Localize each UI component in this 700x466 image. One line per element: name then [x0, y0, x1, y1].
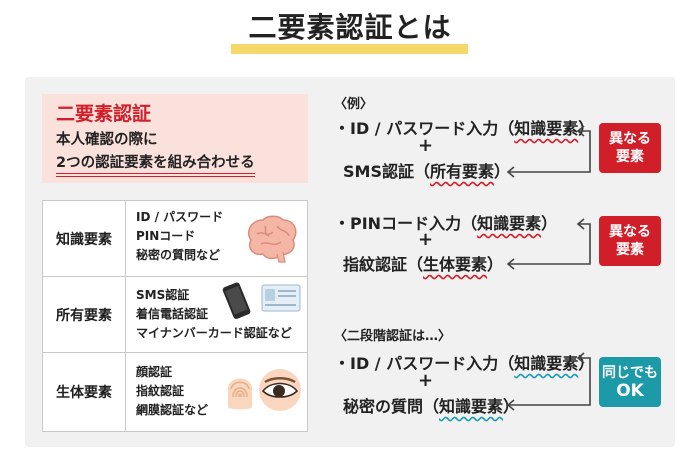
- plus-sign: +: [418, 370, 434, 391]
- factor-row-possession: 所有要素 SMS認証 着信電話認証 マイナンバーカード認証など: [43, 277, 307, 353]
- definition-box: [42, 94, 308, 183]
- example-label: 〈例〉: [334, 97, 374, 112]
- method-text: ・PINコード入力（: [334, 214, 478, 233]
- method-text: 秘密の質問（: [343, 397, 440, 416]
- factor-tag: 知識要素: [514, 119, 579, 138]
- arrow-head: [576, 352, 585, 364]
- badge-text: 同じでも: [602, 365, 658, 381]
- factor-item: ID / パスワード: [136, 210, 224, 224]
- arrow-head: [576, 218, 585, 230]
- page-title: 二要素認証とは: [248, 11, 452, 44]
- method-text: SMS認証（: [343, 162, 430, 181]
- badge-text: 要素: [616, 242, 644, 258]
- arrow-line: [508, 357, 591, 406]
- method-text: ・ID / パスワード入力（: [334, 119, 515, 138]
- example-label: 〈二段階認証は…〉: [334, 329, 452, 344]
- arrow-head: [506, 166, 515, 178]
- factor-tag: 知識要素: [439, 397, 504, 416]
- factor-items: ID / パスワード PINコード 秘密の質問など: [136, 208, 223, 265]
- badge-text: 異なる: [609, 224, 651, 240]
- factor-tag: 知識要素: [477, 214, 542, 233]
- eye-icon: [259, 369, 301, 411]
- factor-tag: 知識要素: [514, 354, 579, 373]
- example-3-line-2: 秘密の質問（知識要素）: [343, 393, 519, 417]
- factor-item: 指紋認証: [136, 384, 185, 398]
- factor-item: 秘密の質問など: [136, 248, 221, 262]
- factor-row-knowledge: 知識要素 ID / パスワード PINコード 秘密の質問など: [43, 201, 307, 277]
- plus-sign: +: [418, 229, 434, 250]
- brain-icon: [247, 215, 297, 263]
- badge-different-factor: 異なる 要素: [599, 216, 661, 266]
- badge-text: 異なる: [609, 131, 651, 147]
- factor-items: 顔認証 指紋認証 網膜認証など: [136, 363, 208, 420]
- fingerprint-icon: [228, 378, 252, 410]
- example-2-line-1: ・PINコード入力（知識要素）: [334, 210, 557, 234]
- example-1-line-2: SMS認証（所有要素）: [343, 158, 510, 182]
- title-container: 二要素認証とは: [0, 6, 700, 48]
- arrow-head: [506, 399, 515, 411]
- title-highlight: [231, 44, 468, 54]
- factor-table: 知識要素 ID / パスワード PINコード 秘密の質問など 所有要素 SMS認…: [42, 200, 308, 432]
- bracket: ）: [494, 162, 511, 181]
- arrow-line: [508, 130, 591, 173]
- smartphone-icon: [222, 282, 251, 319]
- badge-same-factor-ok: 同じでも OK: [599, 357, 661, 407]
- badge-text: 要素: [616, 149, 644, 165]
- factor-tag: 所有要素: [429, 162, 494, 181]
- factor-name: 知識要素: [43, 201, 126, 276]
- arrow-head: [506, 258, 515, 270]
- example-2-line-2: 指紋認証（生体要素）: [343, 251, 503, 275]
- factor-items: SMS認証 着信電話認証 マイナンバーカード認証など: [136, 286, 292, 343]
- factor-name: 生体要素: [43, 353, 126, 431]
- badge-text: OK: [616, 381, 644, 401]
- badge-different-factor: 異なる 要素: [599, 123, 661, 173]
- arrow-head: [576, 125, 585, 137]
- factor-item: マイナンバーカード認証など: [136, 326, 292, 340]
- bracket: ）: [541, 214, 558, 233]
- factor-item: 顔認証: [136, 365, 173, 379]
- method-text: 指紋認証（: [343, 255, 424, 274]
- plus-sign: +: [418, 135, 434, 156]
- factor-item: SMS認証: [136, 288, 190, 302]
- id-card-icon: [261, 284, 301, 312]
- factor-item: 網膜認証など: [136, 403, 209, 417]
- factor-item: PINコード: [136, 229, 196, 243]
- method-text: ・ID / パスワード入力（: [334, 354, 515, 373]
- factor-item: 着信電話認証: [136, 307, 209, 321]
- factor-name: 所有要素: [43, 277, 126, 352]
- definition-text-1: 本人確認の際に: [56, 132, 158, 148]
- factor-tag: 生体要素: [423, 255, 488, 274]
- arrow-line: [508, 223, 591, 265]
- definition-text-2: 2つの認証要素を組み合わせる: [56, 151, 255, 177]
- factor-row-biometric: 生体要素 顔認証 指紋認証 網膜認証など: [43, 353, 307, 431]
- bracket: ）: [487, 255, 504, 274]
- definition-heading: 二要素認証: [56, 103, 152, 125]
